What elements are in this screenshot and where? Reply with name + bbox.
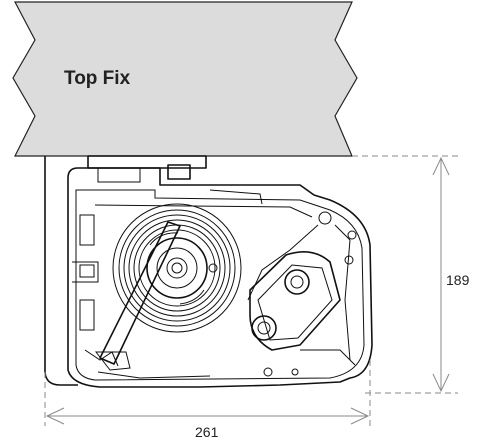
- height-dimension-label: 189: [446, 272, 470, 288]
- width-dimension: 261: [44, 360, 371, 440]
- height-dimension: 189: [352, 155, 470, 394]
- spring-reel: [112, 203, 242, 333]
- width-dimension-label: 261: [195, 424, 219, 440]
- pulley-mechanism: [247, 211, 357, 377]
- lever-arm: [94, 221, 211, 379]
- housing-outline: [67, 167, 373, 388]
- top-fix-label: Top Fix: [64, 68, 131, 89]
